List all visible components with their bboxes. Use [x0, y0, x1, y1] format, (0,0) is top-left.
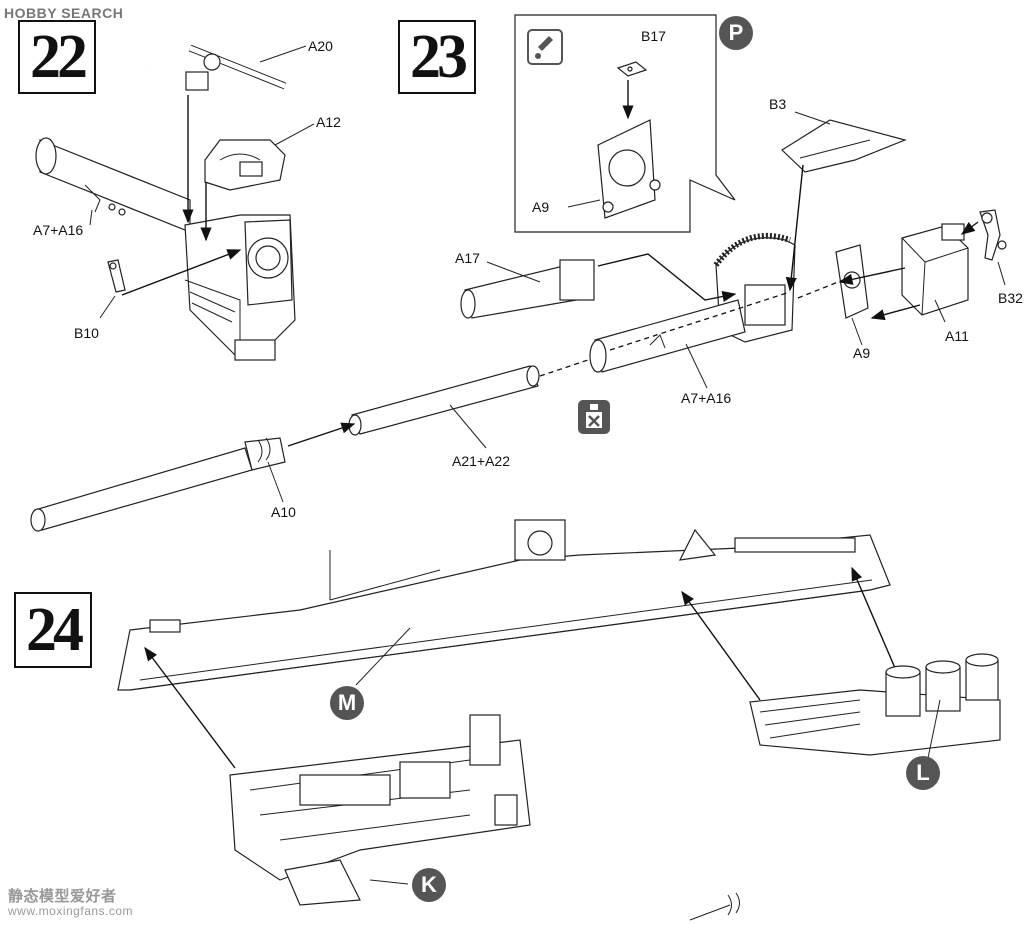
step-number-23: 23: [398, 20, 476, 94]
badge-letter: P: [728, 20, 744, 45]
step-number-22: 22: [18, 20, 96, 94]
label-a11: A11: [945, 328, 969, 344]
step22-drawing: [35, 44, 315, 361]
badge-letter: K: [421, 872, 437, 897]
part-k-assembly: [229, 714, 531, 906]
label-a12: A12: [316, 114, 341, 130]
part-m-hull: [117, 519, 891, 691]
part-b17: [616, 61, 648, 77]
part-a7-a16-right: [589, 299, 746, 373]
label-b32: B32: [998, 290, 1023, 306]
part-a10: [30, 437, 286, 532]
part-l-assembly: [749, 653, 1001, 756]
part-a20: [149, 44, 287, 103]
step-number-24: 24: [14, 592, 92, 668]
step-number-text: 22: [30, 23, 88, 91]
label-a21-a22: A21+A22: [452, 453, 510, 469]
cement-icon: [527, 29, 563, 65]
part-b10: [107, 259, 126, 293]
label-a9-inset: A9: [532, 199, 550, 215]
label-a7-a16-right: A7+A16: [681, 390, 732, 406]
step24-drawing: [117, 519, 1001, 921]
part-breech-body: [184, 214, 296, 361]
label-a10: A10: [271, 504, 296, 520]
part-a7-a16-left: [35, 137, 191, 233]
watermark-bottom-cn: 静态模型爱好者: [8, 888, 117, 905]
label-a9: A9: [853, 345, 871, 361]
step23-drawing: [30, 14, 1007, 532]
part-a17: [460, 259, 595, 319]
badge-p: P: [719, 16, 753, 50]
watermark-bottom-url: www.moxingfans.com: [8, 904, 134, 918]
label-a17: A17: [455, 250, 480, 266]
badge-letter: M: [337, 690, 357, 715]
badge-letter: L: [916, 760, 930, 785]
part-a21-a22: [348, 365, 540, 436]
part-b3: [781, 119, 907, 173]
badge-m: M: [330, 686, 364, 720]
badge-l: L: [906, 756, 940, 790]
label-b17: B17: [641, 28, 666, 44]
no-cement-icon: [578, 400, 610, 434]
part-a11: [901, 223, 969, 316]
step-number-text: 24: [26, 596, 84, 664]
label-a20: A20: [308, 38, 333, 54]
label-a7-a16-left: A7+A16: [33, 222, 84, 238]
part-a12: [204, 139, 286, 191]
label-b3: B3: [769, 96, 787, 112]
badge-k: K: [412, 868, 446, 902]
part-a9-inset: [597, 119, 661, 219]
watermark-top: HOBBY SEARCH: [4, 5, 124, 21]
step-number-text: 23: [410, 23, 468, 91]
part-b32: [979, 209, 1007, 261]
label-b10: B10: [74, 325, 99, 341]
